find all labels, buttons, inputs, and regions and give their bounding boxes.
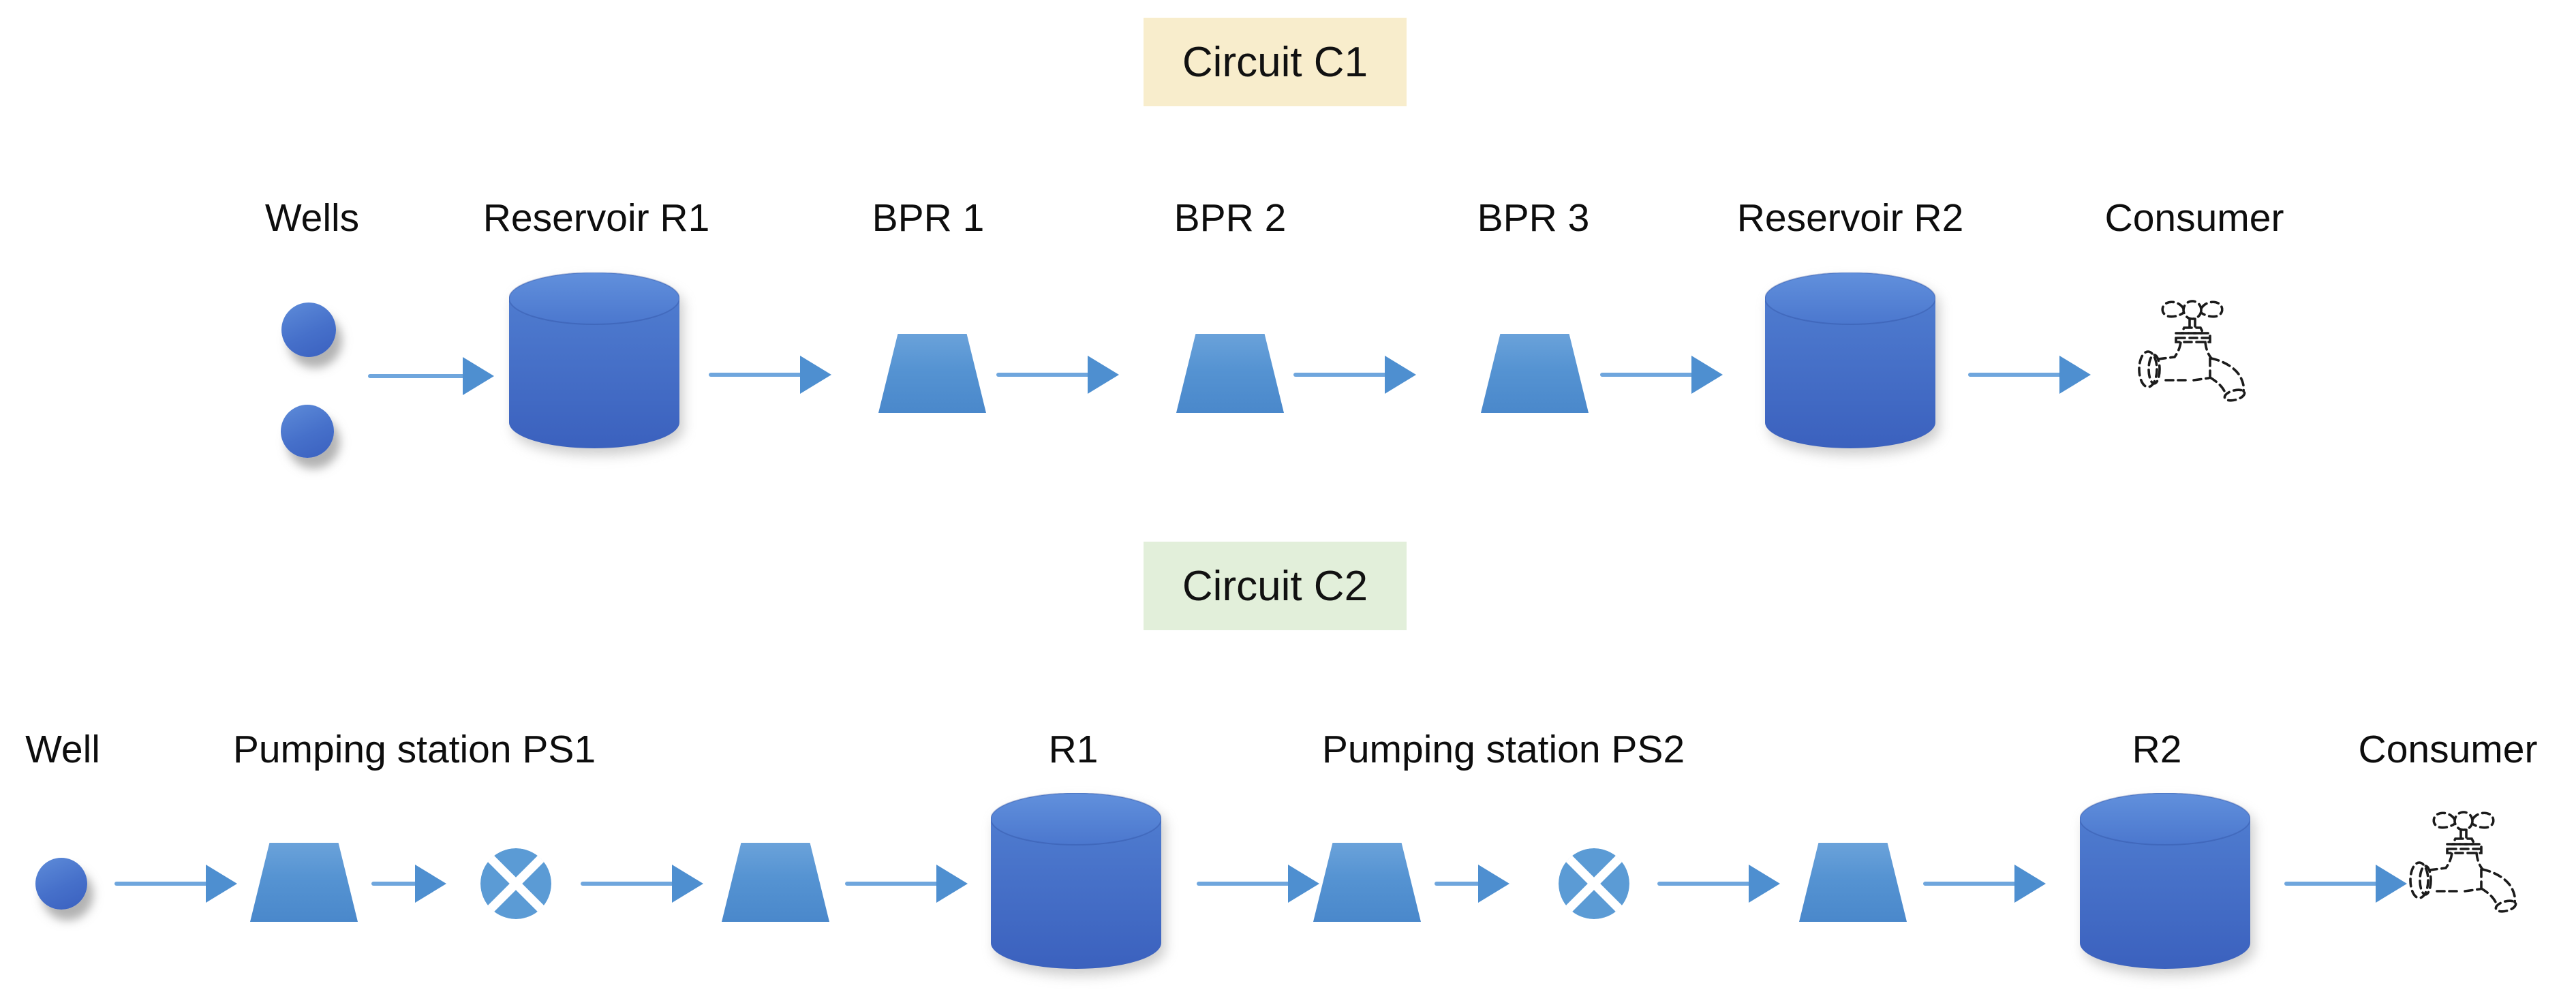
arrow-right-icon bbox=[371, 863, 446, 904]
arrow-right-icon bbox=[845, 863, 968, 904]
label-well: Well bbox=[25, 728, 100, 771]
circuit-c2-title-box: Circuit C2 bbox=[1144, 542, 1407, 630]
label-r1: R1 bbox=[1048, 728, 1099, 771]
circuit-c2-title: Circuit C2 bbox=[1182, 562, 1368, 610]
well-icon bbox=[35, 858, 87, 910]
arrow-right-icon bbox=[709, 354, 831, 395]
arrow-right-icon bbox=[996, 354, 1119, 395]
label-pumping-station-ps2: Pumping station PS2 bbox=[1321, 728, 1685, 771]
arrow-right-icon bbox=[1923, 863, 2046, 904]
arrow-right-icon bbox=[581, 863, 703, 904]
arrow-right-icon bbox=[2284, 863, 2407, 904]
reservoir-r2-cylinder bbox=[1765, 273, 1935, 448]
circuit-c1-title: Circuit C1 bbox=[1182, 38, 1368, 86]
r2-cylinder bbox=[2080, 793, 2250, 969]
arrow-right-icon bbox=[1293, 354, 1416, 395]
label-consumer-c2: Consumer bbox=[2358, 728, 2538, 771]
label-reservoir-r2: Reservoir R2 bbox=[1736, 196, 1964, 240]
bpr-3-trapezoid bbox=[1481, 334, 1589, 413]
circuit-c1-title-box: Circuit C1 bbox=[1144, 18, 1407, 106]
reservoir-r1-cylinder bbox=[509, 273, 679, 448]
label-reservoir-r1: Reservoir R1 bbox=[482, 196, 710, 240]
label-bpr-2: BPR 2 bbox=[1174, 196, 1287, 240]
faucet-icon bbox=[2138, 300, 2246, 402]
ps2-pump-trapezoid bbox=[1313, 843, 1421, 922]
arrow-right-icon bbox=[1657, 863, 1780, 904]
label-bpr-3: BPR 3 bbox=[1477, 196, 1590, 240]
arrow-right-icon bbox=[368, 356, 494, 397]
valve-icon bbox=[480, 848, 551, 919]
ps1-pump-trapezoid bbox=[722, 843, 829, 922]
faucet-icon bbox=[2409, 811, 2517, 913]
label-r2: R2 bbox=[2132, 728, 2182, 771]
ps1-pump-trapezoid bbox=[250, 843, 358, 922]
label-pumping-station-ps1: Pumping station PS1 bbox=[232, 728, 596, 771]
bpr-2-trapezoid bbox=[1176, 334, 1284, 413]
well-icon bbox=[281, 405, 334, 458]
ps2-pump-trapezoid bbox=[1799, 843, 1907, 922]
arrow-right-icon bbox=[1968, 354, 2091, 395]
label-consumer-c1: Consumer bbox=[2104, 196, 2284, 240]
label-bpr-1: BPR 1 bbox=[872, 196, 985, 240]
arrow-right-icon bbox=[1197, 863, 1319, 904]
well-icon bbox=[281, 303, 336, 357]
label-wells: Wells bbox=[264, 196, 360, 240]
valve-icon bbox=[1559, 848, 1629, 919]
bpr-1-trapezoid bbox=[878, 334, 986, 413]
arrow-right-icon bbox=[114, 863, 237, 904]
r1-cylinder bbox=[991, 793, 1161, 969]
arrow-right-icon bbox=[1435, 863, 1509, 904]
arrow-right-icon bbox=[1600, 354, 1723, 395]
